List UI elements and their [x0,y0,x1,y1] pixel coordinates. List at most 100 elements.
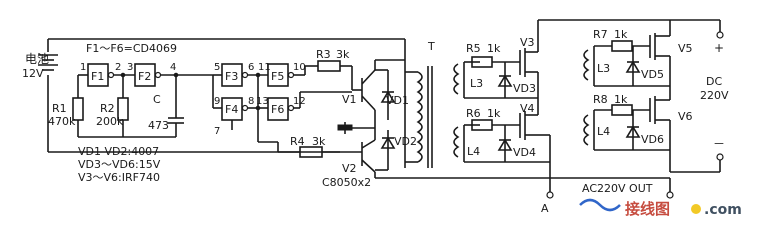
watermark: 接线图 .com [579,198,742,218]
node-a-label: A [541,202,549,215]
svg-text:473: 473 [148,119,169,132]
svg-text:接线图: 接线图 [625,200,670,218]
svg-text:470k: 470k [48,115,76,128]
resistor-r4: R4 3k [290,135,326,158]
coil-l4-left: L4 [453,125,480,162]
gate-f3: F3 5 6 [214,62,254,87]
svg-text:3: 3 [127,62,133,73]
resistor-r6: R6 1k [466,107,501,131]
svg-text:200k: 200k [96,115,124,128]
svg-text:F3: F3 [225,70,238,83]
svg-text:F1: F1 [91,70,104,83]
svg-text:1k: 1k [487,107,501,120]
svg-text:R7: R7 [593,28,608,41]
svg-text:1: 1 [80,62,86,73]
mosfet-v3: V3 [519,20,539,98]
svg-text:F2: F2 [138,70,151,83]
gate-f1: F1 1 2 [78,62,121,87]
mosfet-v5: V5 [649,20,693,86]
svg-text:7: 7 [214,126,220,137]
diode-vd2: VD2 [380,130,417,170]
mosfet-v6: V6 [649,86,693,172]
svg-text:11: 11 [258,62,271,73]
coil-l4-right: L4 [583,110,610,150]
battery-voltage: 12V [22,67,44,80]
svg-text:VD3: VD3 [513,82,536,95]
svg-text:V2: V2 [342,162,357,175]
svg-text:L4: L4 [467,145,480,158]
svg-text:F6: F6 [271,103,284,116]
svg-text:C8050x2: C8050x2 [322,176,371,189]
svg-text:R5: R5 [466,42,481,55]
svg-text:R4: R4 [290,135,305,148]
dc-minus: － [713,137,725,151]
battery: 电池 12V [22,52,58,80]
svg-text:3k: 3k [336,48,350,61]
transistor-v1: V1 [342,59,405,118]
zener-vd6: VD6 [625,110,664,150]
svg-text:1k: 1k [487,42,501,55]
svg-text:R8: R8 [593,93,608,106]
note-gates: F1～F6=CD4069 [86,42,177,55]
svg-text:C: C [153,93,161,106]
capacitor-c: C 473 [148,93,184,132]
svg-text:VD2: VD2 [394,135,417,148]
svg-text:L4: L4 [597,125,610,138]
svg-text:6: 6 [248,62,254,73]
coil-l3-left: L3 [453,62,483,98]
battery-name: 电池 [25,52,49,66]
svg-text:VD4: VD4 [513,146,536,159]
svg-text:3k: 3k [312,135,326,148]
svg-text:V5: V5 [678,42,693,55]
svg-text:L3: L3 [597,62,610,75]
gate-f2: F2 3 4 [127,62,176,87]
resistor-r7: R7 1k [593,28,633,52]
svg-text:VD6: VD6 [641,133,664,146]
schematic-diagram: 电池 12V F1～F6=CD4069 VD1 VD2:4007 VD3～VD6… [22,19,742,218]
svg-text:.com: .com [704,202,742,218]
svg-text:1k: 1k [614,28,628,41]
gate-f4: F4 9 8 7 [214,96,254,137]
zener-vd5: VD5 [625,46,664,86]
svg-text:8: 8 [248,96,254,107]
transformer-t: T [405,40,435,168]
zener-vd4: VD4 [497,125,536,162]
svg-text:R3: R3 [316,48,331,61]
transistor-v2: V2 C8050x2 [322,139,405,189]
svg-text:5: 5 [214,62,220,73]
svg-text:R1: R1 [52,102,67,115]
dc-label: DC [706,75,722,88]
svg-text:10: 10 [293,62,306,73]
svg-text:1k: 1k [614,93,628,106]
resistor-r8: R8 1k [593,93,633,116]
note-diodes: VD1 VD2:4007 [78,145,159,158]
zener-vd3: VD3 [497,62,536,98]
note-mosfets: V3～V6:IRF740 [78,171,160,184]
dc-plus: + [714,41,724,55]
resistor-r5: R5 1k [466,42,501,68]
svg-text:V4: V4 [520,102,535,115]
svg-text:V6: V6 [678,110,693,123]
svg-text:R6: R6 [466,107,481,120]
svg-text:F5: F5 [271,70,284,83]
svg-text:VD1: VD1 [386,94,409,107]
svg-text:L3: L3 [470,77,483,90]
svg-text:VD5: VD5 [641,68,664,81]
mosfet-v4: V4 [519,98,550,140]
svg-text:T: T [427,40,435,53]
svg-text:V3: V3 [520,36,535,49]
note-zeners: VD3～VD6:15V [78,158,161,171]
svg-text:F4: F4 [225,103,238,116]
diode-vd1: VD1 [380,70,409,120]
dc-voltage: 220V [700,89,729,102]
svg-text:V1: V1 [342,93,357,106]
gate-f5: F5 11 10 [258,62,306,87]
svg-text:4: 4 [170,62,176,73]
svg-text:13: 13 [256,96,269,107]
ac-output-label: AC220V OUT [582,182,653,195]
coil-l3-right: L3 [583,46,610,86]
resistor-r3: R3 3k [316,48,350,72]
svg-text:2: 2 [115,62,121,73]
svg-text:9: 9 [214,96,220,107]
svg-text:R2: R2 [100,102,115,115]
